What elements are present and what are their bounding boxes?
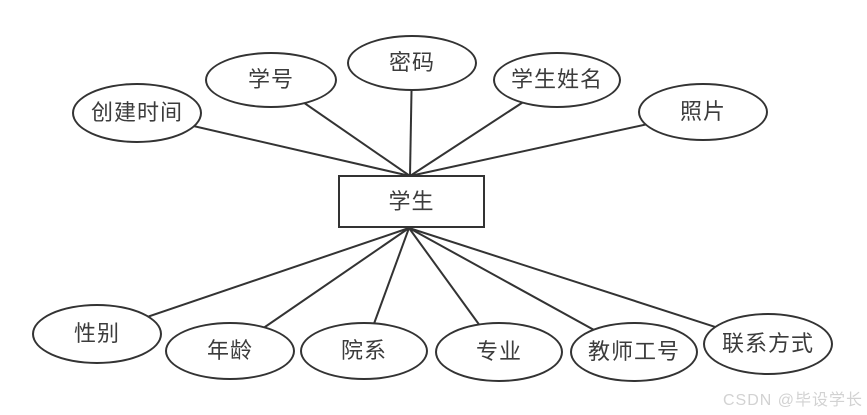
connector-line [408,227,769,345]
attribute-label: 创建时间 [90,100,183,125]
attribute-photo: 照片 [638,83,768,141]
attribute-label: 密码 [388,50,435,75]
attribute-age: 年龄 [165,322,295,380]
attribute-gender: 性别 [32,304,162,364]
attribute-label: 学号 [247,67,294,92]
attribute-label: 教师工号 [587,339,680,364]
csdn-watermark: CSDN @毕设学长 [722,392,863,409]
entity-label: 学生 [388,188,435,214]
attribute-department: 院系 [300,322,428,380]
attribute-major: 专业 [435,322,563,382]
attribute-label: 学生姓名 [510,67,603,92]
attribute-label: 年龄 [206,338,253,363]
attribute-student-id: 学号 [205,52,337,108]
attribute-contact-info: 联系方式 [703,313,833,375]
attribute-label: 联系方式 [721,331,814,356]
entity-student: 学生 [338,175,485,228]
attribute-label: 专业 [475,339,522,364]
attribute-creation-time: 创建时间 [72,83,202,143]
attribute-teacher-id: 教师工号 [570,322,698,382]
attribute-label: 院系 [340,338,387,363]
attribute-password: 密码 [347,35,477,91]
attribute-student-name: 学生姓名 [493,52,621,108]
attribute-label: 照片 [679,99,726,124]
attribute-label: 性别 [73,321,120,346]
